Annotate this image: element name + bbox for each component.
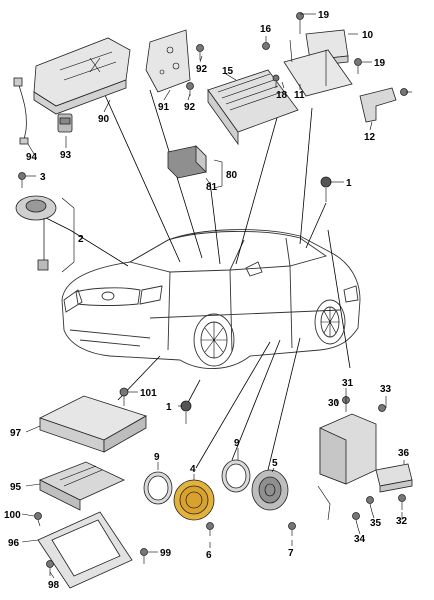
callout-95: 95 bbox=[10, 482, 22, 493]
callout-15: 15 bbox=[222, 66, 234, 77]
callout-10: 10 bbox=[362, 30, 374, 41]
part-92-screw-bottom bbox=[186, 82, 194, 96]
part-9-ring-left bbox=[143, 471, 173, 505]
part-98-screw bbox=[46, 560, 54, 576]
part-2-speaker bbox=[15, 195, 57, 271]
callout-18: 18 bbox=[276, 90, 288, 101]
callout-100: 100 bbox=[4, 510, 21, 521]
callout-36: 36 bbox=[398, 448, 410, 459]
callout-7: 7 bbox=[288, 548, 294, 559]
part-6-screw bbox=[206, 522, 214, 536]
part-3-screw bbox=[18, 172, 26, 188]
part-11-bracket bbox=[283, 39, 353, 97]
part-92-screw-top bbox=[196, 44, 204, 60]
part-18-screw bbox=[272, 74, 280, 88]
callout-80: 80 bbox=[226, 170, 238, 181]
part-9-ring-right bbox=[221, 459, 251, 493]
callout-19-right: 19 bbox=[374, 58, 386, 69]
callout-92-bottom: 92 bbox=[184, 102, 196, 113]
callout-3: 3 bbox=[40, 172, 46, 183]
callout-30: 30 bbox=[328, 398, 340, 409]
part-93-connector bbox=[57, 113, 73, 133]
part-7-screw bbox=[288, 522, 296, 536]
part-35-screw bbox=[366, 496, 374, 513]
part-32-screw bbox=[398, 494, 406, 510]
bracket-2 bbox=[61, 197, 75, 273]
callout-35: 35 bbox=[370, 518, 382, 529]
part-90-bracket-box bbox=[33, 37, 131, 115]
callout-101: 101 bbox=[140, 388, 157, 399]
callout-92-top: 92 bbox=[196, 64, 208, 75]
part-4-cover-highlighted bbox=[173, 479, 215, 521]
part-1-screw-lower bbox=[180, 400, 192, 424]
callout-94: 94 bbox=[26, 152, 38, 163]
callout-9-right: 9 bbox=[234, 438, 240, 449]
part-91-panel bbox=[145, 29, 191, 93]
part-97-box bbox=[38, 395, 147, 453]
callout-9-left: 9 bbox=[154, 452, 160, 463]
part-96-frame bbox=[37, 511, 133, 589]
callout-1-upper: 1 bbox=[346, 178, 352, 189]
part-5-speaker bbox=[251, 469, 289, 511]
part-36-box bbox=[375, 463, 413, 493]
callout-19-top: 19 bbox=[318, 10, 330, 21]
part-81-module bbox=[167, 145, 207, 179]
rear-wheel bbox=[314, 299, 346, 345]
callout-32: 32 bbox=[396, 516, 408, 527]
callout-31: 31 bbox=[342, 378, 354, 389]
callout-5: 5 bbox=[272, 458, 278, 469]
part-15-amplifier bbox=[207, 69, 299, 146]
callout-97: 97 bbox=[10, 428, 22, 439]
callout-91: 91 bbox=[158, 102, 170, 113]
part-100-screw bbox=[34, 512, 42, 527]
part-12-bracket bbox=[359, 87, 397, 123]
callout-33: 33 bbox=[380, 384, 392, 395]
callout-labels: 90 91 92 92 94 93 19 16 10 19 15 18 11 1… bbox=[4, 10, 410, 591]
part-30-bracket bbox=[317, 413, 377, 521]
callout-2: 2 bbox=[78, 234, 84, 245]
callout-34: 34 bbox=[354, 534, 366, 545]
callout-12: 12 bbox=[364, 132, 376, 143]
callout-11: 11 bbox=[294, 90, 305, 101]
front-wheel bbox=[193, 313, 235, 367]
callout-99: 99 bbox=[160, 548, 172, 559]
part-34-screw bbox=[352, 512, 360, 529]
callout-81: 81 bbox=[206, 182, 218, 193]
leader-lines bbox=[39, 89, 351, 471]
part-95-module bbox=[39, 461, 125, 511]
bracket-80-81 bbox=[213, 159, 223, 189]
part-94-cable bbox=[13, 77, 29, 145]
callout-96: 96 bbox=[8, 538, 20, 549]
callout-98: 98 bbox=[48, 580, 60, 591]
part-16-nut bbox=[262, 42, 270, 50]
callout-4: 4 bbox=[190, 464, 196, 475]
callout-16: 16 bbox=[260, 24, 272, 35]
callout-1-lower: 1 bbox=[166, 402, 172, 413]
callout-93: 93 bbox=[60, 150, 72, 161]
part-1-screw-upper bbox=[320, 176, 332, 202]
callout-6: 6 bbox=[206, 550, 212, 561]
car-illustration bbox=[61, 229, 361, 369]
part-19-screw-top bbox=[296, 12, 304, 34]
callout-90: 90 bbox=[98, 114, 110, 125]
part-99-screw bbox=[140, 548, 148, 564]
callout-leaders bbox=[21, 13, 412, 579]
part-19-screw-right bbox=[354, 58, 362, 74]
part-33-screw bbox=[378, 404, 386, 412]
